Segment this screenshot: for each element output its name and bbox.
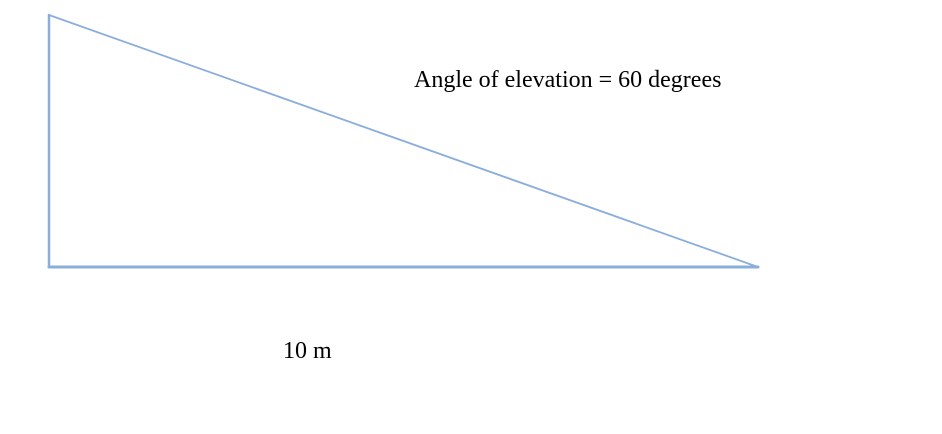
angle-of-elevation-label: Angle of elevation = 60 degrees xyxy=(414,67,722,93)
hypotenuse xyxy=(48,14,759,268)
base-length-label: 10 m xyxy=(283,338,332,364)
